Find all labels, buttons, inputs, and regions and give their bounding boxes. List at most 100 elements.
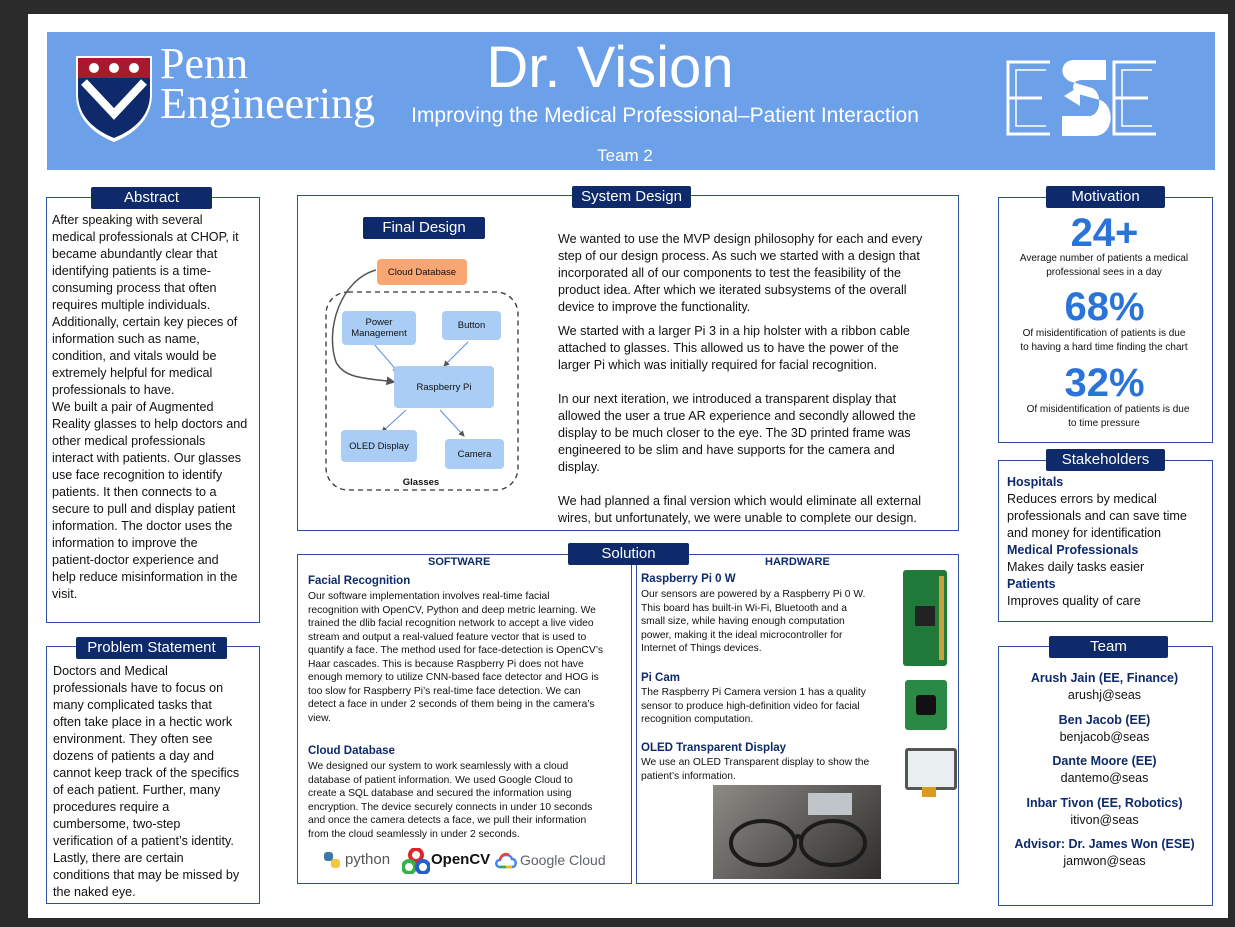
- pi-cam-text: The Raspberry Pi Camera version 1 has a …: [641, 686, 885, 727]
- raspberry-pi-0-text: Our sensors are powered by a Raspberry P…: [641, 588, 885, 656]
- oled-text-line: We use an OLED Transparent display to sh…: [641, 757, 870, 768]
- abstract-line: Additionally, certain key pieces of: [52, 315, 238, 329]
- stat-value-3: 32%: [1064, 361, 1145, 405]
- facial-recognition-title: Facial Recognition: [308, 575, 411, 587]
- abstract-line: use face recognition to identify: [52, 468, 223, 482]
- picam-text-line: sensor to produce high-definition video …: [641, 700, 860, 712]
- button-to-pi-arrow: [443, 341, 469, 367]
- system-text-line: engineered to be slim and have supports …: [558, 443, 895, 457]
- glasses-boundary: [325, 291, 519, 491]
- facial-text-line: view.: [308, 712, 331, 724]
- abstract-line: interact with patients. Our glasses: [52, 451, 241, 465]
- motivation-heading: Motivation: [1046, 186, 1165, 208]
- team-member-name: Arush Jain (EE, Finance): [1030, 671, 1179, 685]
- facial-text-line: too slow for Raspberry Pi’s real-time fa…: [308, 685, 581, 697]
- problem-line: often take place in a hectic work: [53, 715, 233, 729]
- hardware-label: HARDWARE: [765, 556, 830, 568]
- diagram-node-power-management: Power Management: [342, 311, 416, 345]
- system-text-line: display to be much closer to the eye. Th…: [558, 426, 911, 440]
- team-heading: Team: [1049, 636, 1168, 658]
- diagram-label-glasses: Glasses: [402, 477, 440, 488]
- problem-heading: Problem Statement: [76, 637, 227, 659]
- stat-text-3b: to time pressure: [1068, 418, 1140, 429]
- google-cloud-logo-text: Google Cloud: [520, 852, 606, 868]
- logo-line-engineering: Engineering: [160, 79, 376, 128]
- system-text-line: product idea. After which we iterated su…: [558, 283, 907, 297]
- team-member-name: Dante Moore (EE): [1052, 754, 1157, 768]
- poster-title: Dr. Vision: [486, 35, 734, 100]
- stakeholder-text-line: and money for identification: [1007, 526, 1162, 540]
- abstract-line: secure to pull and display patient: [52, 502, 236, 516]
- stat-text-1a: Average number of patients a medical: [1019, 253, 1189, 264]
- team-member-email: arushj@seas: [1067, 688, 1142, 702]
- diagram-node-camera: Camera: [445, 439, 504, 469]
- system-text-line: allowed the user a true AR experience an…: [558, 409, 916, 423]
- opencv-icon: [402, 848, 430, 874]
- stat-value-1: 24+: [1070, 211, 1139, 255]
- system-paragraph-3: In our next iteration, we introduced a t…: [558, 391, 958, 476]
- python-logo-text: python: [345, 851, 391, 868]
- problem-line: Doctors and Medical: [53, 664, 168, 678]
- raspberry-pi-board-image: [903, 570, 947, 666]
- stakeholder-medical-title: Medical Professionals: [1007, 543, 1139, 557]
- header-banner: [47, 32, 1215, 170]
- abstract-line: became abundantly clear that: [52, 247, 218, 261]
- motivation-panel: [998, 197, 1213, 443]
- team-member-email: itivon@seas: [1070, 813, 1139, 827]
- google-cloud-icon: [495, 852, 517, 869]
- stat-value-2: 68%: [1064, 285, 1145, 329]
- system-text-line: attached to glasses. This allowed us to …: [558, 341, 899, 355]
- problem-line: cumbersome, two-step: [53, 817, 181, 831]
- problem-line: procedures require a: [53, 800, 170, 814]
- problem-text: Doctors and Medical professionals have to…: [53, 663, 257, 901]
- python-icon: [324, 852, 340, 868]
- solution-heading: Solution: [568, 543, 689, 565]
- pi0-text-line: small size, while having enough computat…: [641, 616, 845, 627]
- system-text-line: wires, but unfortunately, we were unable…: [558, 511, 917, 525]
- pi-to-oled-arrow: [381, 409, 407, 433]
- team-member-email: dantemo@seas: [1060, 771, 1149, 785]
- penn-shield-icon: [76, 56, 152, 142]
- problem-line: professionals have to focus on: [53, 681, 224, 695]
- facial-text-line: enough memory to utilize CNN-based face …: [308, 672, 599, 683]
- abstract-line: requires multiple individuals.: [52, 298, 211, 312]
- abstract-line: After speaking with several: [52, 213, 203, 227]
- abstract-line: identifying patients is a time-: [52, 264, 211, 278]
- team-panel: [998, 646, 1213, 906]
- facial-recognition-text: Our software implementation involves rea…: [308, 590, 628, 725]
- system-design-heading: System Design: [572, 186, 691, 208]
- system-text-line: In our next iteration, we introduced a t…: [558, 392, 897, 406]
- cloud-text-line: and once the camera detects a face, we p…: [308, 815, 587, 826]
- diagram-node-cloud-database: Cloud Database: [377, 259, 467, 285]
- diagram-node-button: Button: [442, 311, 501, 340]
- problem-line: conditions that may be missed by: [53, 868, 240, 882]
- abstract-line: professionals to have.: [52, 383, 175, 397]
- stakeholders-panel: [998, 460, 1213, 622]
- system-paragraph-4: We had planned a final version which wou…: [558, 493, 958, 527]
- system-design-panel: [297, 195, 959, 531]
- oled-text-line: patient’s information.: [641, 770, 736, 782]
- pi0-text-line: Our sensors are powered by a Raspberry P…: [641, 589, 866, 600]
- team-member-email: benjacob@seas: [1059, 730, 1150, 744]
- team-advisor-email: jamwon@seas: [1063, 854, 1146, 868]
- facial-text-line: Our software implementation involves rea…: [308, 591, 550, 602]
- abstract-line: help reduce misinformation in the: [52, 570, 238, 584]
- facial-text-line: trained the dlib facial recognition netw…: [308, 618, 594, 629]
- picam-text-line: recognition computation.: [641, 714, 754, 725]
- problem-panel: [46, 646, 260, 904]
- cloud-text-line: from the cloud seamlessly in under 2 sec…: [308, 828, 520, 840]
- pi0-text-line: Internet of Things devices.: [641, 643, 762, 654]
- abstract-line: information. The doctor uses the: [52, 519, 233, 533]
- pi-chip: [915, 606, 935, 626]
- abstract-line: extremely helpful for medical: [52, 366, 213, 380]
- final-design-heading: Final Design: [363, 217, 485, 239]
- cloud-text-line: create a SQL database and secured the in…: [308, 788, 572, 799]
- system-paragraph-2: We started with a larger Pi 3 in a hip h…: [558, 323, 958, 374]
- abstract-line: visit.: [52, 587, 78, 601]
- cloud-text-line: encryption. The device securely connects…: [308, 801, 593, 813]
- diagram-node-raspberry-pi: Raspberry Pi: [394, 366, 494, 408]
- raspberry-pi-0-title: Raspberry Pi 0 W: [641, 573, 736, 585]
- problem-line: verification of a patient’s identity.: [53, 834, 234, 848]
- abstract-line: other medical professionals: [52, 434, 206, 448]
- stat-text-2b: to having a hard time finding the chart: [1020, 342, 1188, 353]
